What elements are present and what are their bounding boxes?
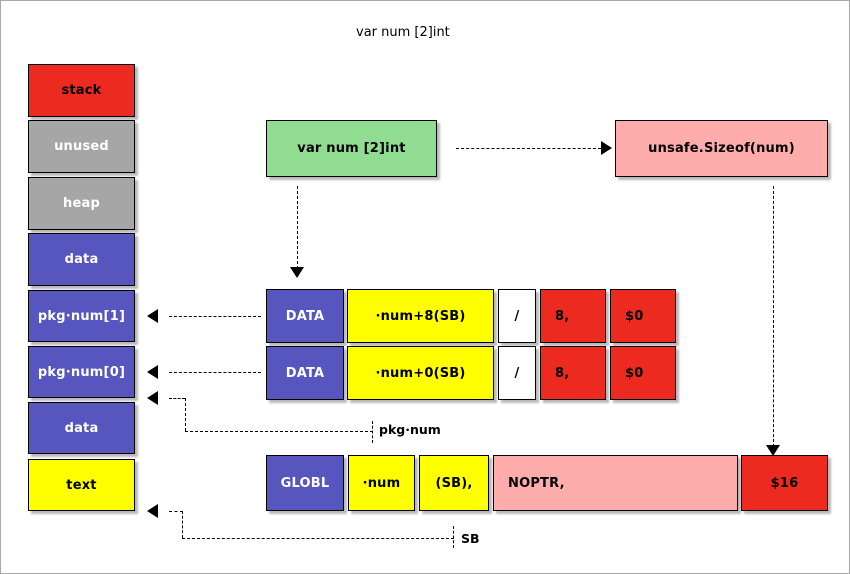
page-title: var num [2]int <box>356 25 450 40</box>
declaration-box: var num [2]int <box>266 120 437 177</box>
memory-segment-heap: heap <box>28 177 135 230</box>
connector-sb-tick <box>453 526 454 548</box>
memory-segment-data-lower: data <box>28 402 135 454</box>
memory-segment-pkg-num-1: pkg·num[1] <box>28 290 135 342</box>
connector-pkgnum-tick <box>372 421 373 443</box>
arrowhead-data2-to-segment <box>147 365 158 379</box>
globl-cell-base: (SB), <box>419 455 489 511</box>
data-row-1-cell-width: 8, <box>540 289 606 343</box>
sizeof-box: unsafe.Sizeof(num) <box>615 120 828 177</box>
arrowhead-pkgnum-annotation <box>147 391 158 405</box>
connector-sb-vertical <box>182 511 183 538</box>
connector-sb-horizontal <box>182 538 454 539</box>
globl-cell-size: $16 <box>741 455 828 511</box>
data-row-2-cell-value: $0 <box>610 346 676 400</box>
annotation-sb: SB <box>461 531 480 546</box>
connector-data1-to-segment <box>169 316 261 317</box>
data-row-2-cell-symbol: ·num+0(SB) <box>347 346 494 400</box>
data-row-2-cell-width: 8, <box>540 346 606 400</box>
data-row-2-cell-slash: / <box>498 346 536 400</box>
connector-pkgnum-stub <box>169 398 185 399</box>
connector-sizeof-to-size <box>773 186 774 447</box>
memory-segment-pkg-num-0: pkg·num[0] <box>28 346 135 398</box>
data-row-2-cell-directive: DATA <box>266 346 344 400</box>
data-row-1-cell-slash: / <box>498 289 536 343</box>
memory-segment-unused: unused <box>28 120 135 173</box>
data-row-1-cell-directive: DATA <box>266 289 344 343</box>
connector-sb-stub <box>169 511 183 512</box>
data-row-1-cell-value: $0 <box>610 289 676 343</box>
connector-pkgnum-vertical <box>185 398 186 431</box>
globl-cell-symbol: ·num <box>348 455 415 511</box>
globl-cell-flags: NOPTR, <box>493 455 738 511</box>
connector-data2-to-segment <box>169 372 261 373</box>
connector-pkgnum-horizontal <box>185 431 373 432</box>
arrowhead-decl-to-sizeof <box>601 141 612 155</box>
arrowhead-data1-to-segment <box>147 309 158 323</box>
data-row-1-cell-symbol: ·num+8(SB) <box>347 289 494 343</box>
memory-segment-stack: stack <box>28 64 135 117</box>
arrowhead-sizeof-to-size <box>766 445 780 456</box>
globl-cell-directive: GLOBL <box>266 455 344 511</box>
memory-segment-text: text <box>28 459 135 511</box>
connector-decl-to-sizeof <box>456 148 601 149</box>
memory-segment-data-upper: data <box>28 233 135 286</box>
arrowhead-decl-to-data <box>290 267 304 278</box>
annotation-pkg-num: pkg·num <box>379 422 441 437</box>
connector-decl-to-data <box>297 186 298 269</box>
arrowhead-sb-annotation <box>147 504 158 518</box>
